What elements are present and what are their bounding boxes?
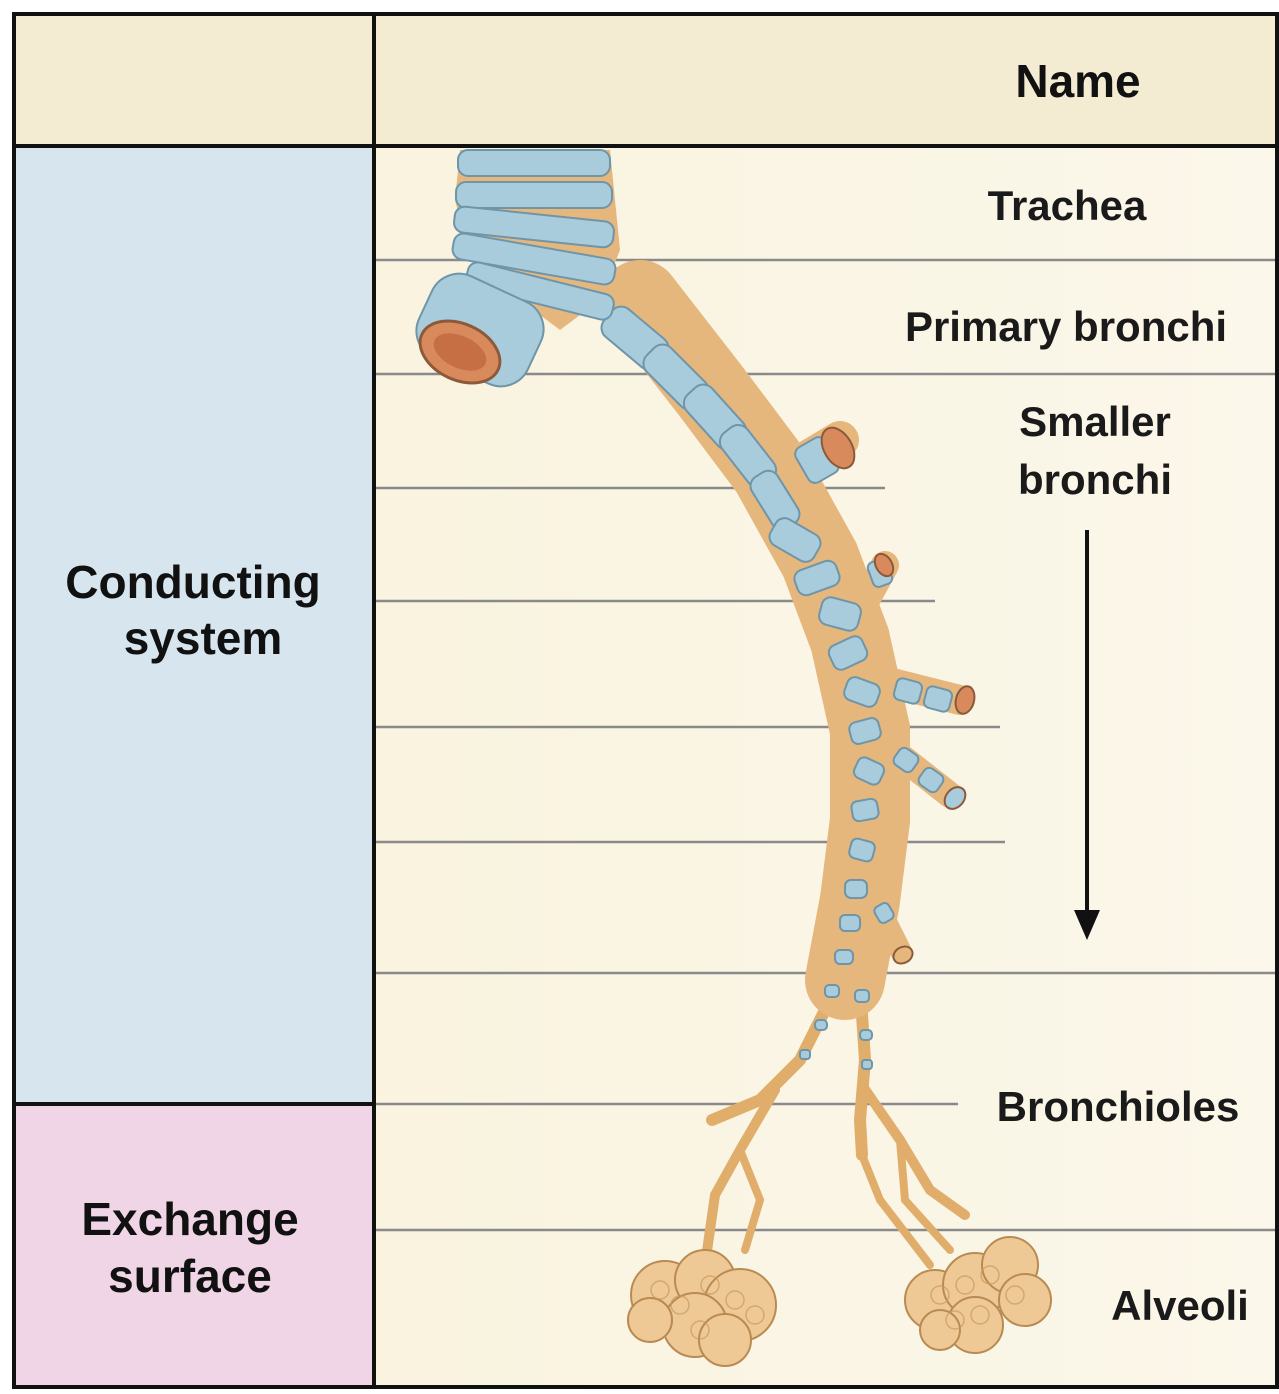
- label-smaller-bronchi-line2: bronchi: [1018, 456, 1172, 503]
- conducting-system-label-line2: system: [124, 612, 283, 664]
- label-primary-bronchi: Primary bronchi: [905, 303, 1227, 350]
- conducting-system-label-line1: Conducting: [65, 556, 321, 608]
- label-bronchioles: Bronchioles: [997, 1083, 1240, 1130]
- exchange-surface-cell: [14, 1104, 374, 1387]
- label-smaller-bronchi-line1: Smaller: [1019, 398, 1171, 445]
- column-header-name: Name: [1015, 55, 1140, 107]
- label-alveoli: Alveoli: [1111, 1282, 1249, 1329]
- label-trachea: Trachea: [988, 182, 1147, 229]
- exchange-surface-label-line2: surface: [108, 1250, 272, 1302]
- exchange-surface-label-line1: Exchange: [81, 1193, 298, 1245]
